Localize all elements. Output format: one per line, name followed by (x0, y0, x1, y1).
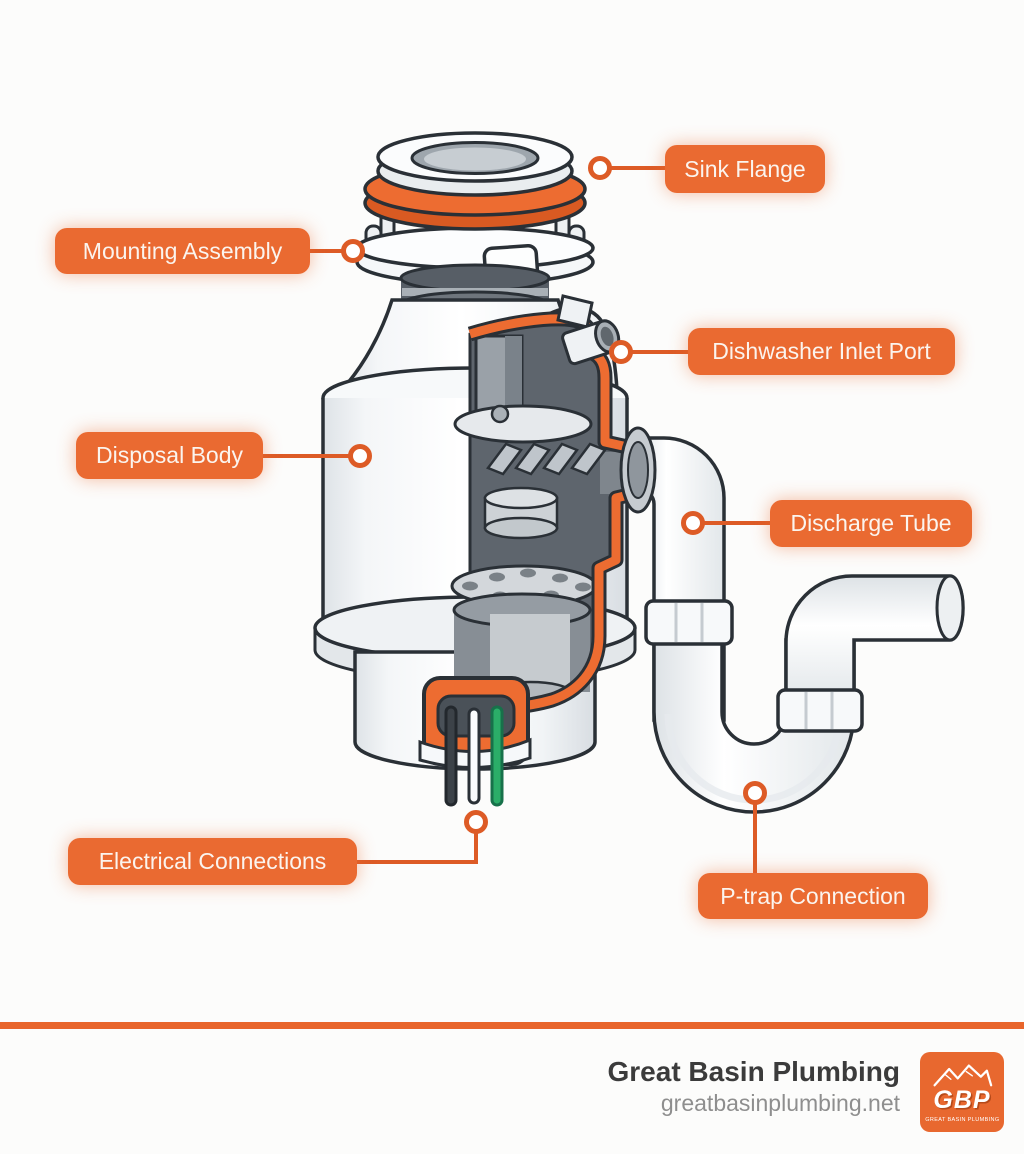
footer-divider (0, 1022, 1024, 1029)
discharge-pipe-illustration (619, 426, 965, 814)
label-sink-flange: Sink Flange (665, 145, 825, 193)
callout-connectors (263, 166, 770, 873)
company-website: greatbasinplumbing.net (660, 1090, 900, 1117)
label-dishwasher-inlet-port: Dishwasher Inlet Port (688, 328, 955, 375)
dishwasher-inlet-port-illustration (556, 294, 621, 366)
label-p-trap-connection: P-trap Connection (698, 873, 928, 919)
company-name: Great Basin Plumbing (607, 1056, 901, 1087)
company-logo: GBP GREAT BASIN PLUMBING (920, 1052, 1004, 1132)
slip-nut-fitting (776, 688, 864, 733)
sink-flange-illustration (363, 131, 587, 231)
slip-nut-fitting (644, 599, 734, 646)
label-mounting-assembly: Mounting Assembly (55, 228, 310, 274)
label-discharge-tube: Discharge Tube (770, 500, 972, 547)
footer-text-block: Great Basin Plumbing greatbasinplumbing.… (608, 1056, 901, 1118)
logo-tagline: GREAT BASIN PLUMBING (924, 1117, 1000, 1123)
label-electrical-connections: Electrical Connections (68, 838, 357, 885)
callout-dots (341, 156, 767, 834)
electrical-connections-illustration (418, 676, 532, 807)
mountain-icon (933, 1064, 993, 1087)
logo-abbr: GBP (933, 1086, 991, 1114)
label-disposal-body: Disposal Body (76, 432, 263, 479)
